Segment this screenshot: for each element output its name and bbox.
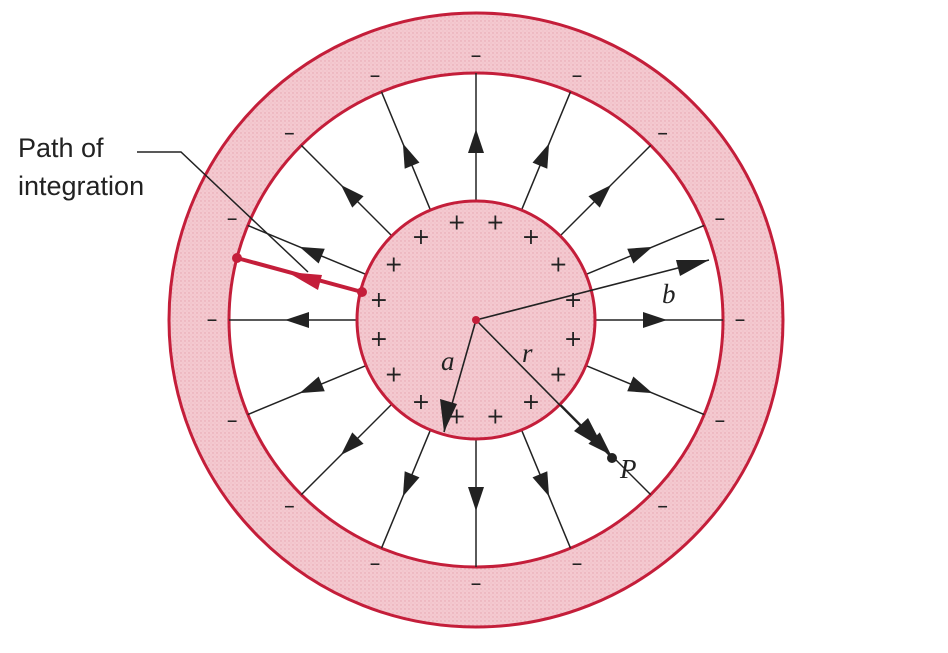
outer-negative-charge: – bbox=[369, 551, 380, 576]
radius-a-arrowhead bbox=[440, 399, 457, 432]
inner-positive-charge: + bbox=[370, 327, 388, 352]
outer-negative-charge: – bbox=[657, 494, 668, 519]
point-p-dot bbox=[607, 453, 617, 463]
integration-path-start-dot bbox=[357, 287, 367, 297]
inner-positive-charge: + bbox=[384, 252, 402, 277]
outer-negative-charge: – bbox=[714, 409, 725, 434]
outer-negative-charge: – bbox=[714, 206, 725, 231]
outer-negative-charge: – bbox=[284, 494, 295, 519]
radius-b-arrow bbox=[475, 259, 710, 321]
distance-r-arrowhead bbox=[574, 418, 604, 449]
caption-leader-line bbox=[137, 151, 309, 273]
caption-integration: integration bbox=[18, 171, 145, 201]
integration-path-arrowhead bbox=[287, 272, 322, 290]
caption-path-of: Path of bbox=[18, 133, 104, 163]
radius-a-arrow bbox=[440, 319, 477, 433]
inner-positive-charge: + bbox=[564, 327, 582, 352]
inner-positive-charge: + bbox=[486, 210, 504, 235]
field-line-arrowhead bbox=[299, 246, 325, 264]
field-line-arrowhead bbox=[627, 246, 653, 264]
field-line-arrowhead bbox=[299, 376, 325, 394]
label-p: P bbox=[619, 454, 637, 484]
center-dot bbox=[472, 316, 480, 324]
outer-negative-charge: – bbox=[471, 44, 482, 69]
outer-negative-charge: – bbox=[572, 64, 583, 89]
field-line-arrowhead bbox=[340, 184, 364, 208]
field-line-arrowhead bbox=[532, 143, 550, 169]
field-line-arrowhead bbox=[402, 471, 420, 497]
inner-positive-charge: + bbox=[412, 390, 430, 415]
field-line-arrowhead bbox=[285, 312, 309, 328]
integration-path-end-dot bbox=[232, 253, 242, 263]
inner-positive-charge: + bbox=[522, 390, 540, 415]
outer-negative-charge: – bbox=[657, 121, 668, 146]
inner-positive-charge: + bbox=[549, 252, 567, 277]
outer-negative-charge: – bbox=[227, 409, 238, 434]
outer-negative-charge: – bbox=[471, 572, 482, 597]
field-line-arrowhead bbox=[468, 129, 484, 153]
field-line-arrowhead bbox=[402, 143, 420, 169]
outer-negative-charge: – bbox=[369, 64, 380, 89]
inner-positive-charge: + bbox=[486, 405, 504, 430]
outer-negative-charge: – bbox=[735, 308, 746, 333]
field-line-arrowhead bbox=[532, 471, 550, 497]
label-b: b bbox=[662, 279, 676, 309]
inner-positive-charge: + bbox=[549, 363, 567, 388]
radius-b-arrowhead bbox=[676, 260, 709, 276]
outer-negative-charge: – bbox=[284, 121, 295, 146]
field-line-arrowhead bbox=[468, 487, 484, 511]
label-r: r bbox=[522, 338, 533, 368]
distance-r-arrow bbox=[475, 319, 613, 459]
outer-negative-charge: – bbox=[572, 551, 583, 576]
field-line-arrowhead bbox=[588, 184, 612, 208]
inner-positive-charge: + bbox=[447, 210, 465, 235]
integration-path bbox=[232, 253, 367, 297]
inner-positive-charge: + bbox=[412, 225, 430, 250]
outer-negative-charge: – bbox=[207, 308, 218, 333]
field-lines bbox=[229, 73, 723, 567]
label-a: a bbox=[441, 346, 455, 376]
field-line-arrowhead bbox=[340, 432, 364, 456]
inner-positive-charge: + bbox=[384, 363, 402, 388]
outer-negative-charge: – bbox=[227, 206, 238, 231]
inner-positive-charge: + bbox=[564, 288, 582, 313]
field-line-arrowhead bbox=[643, 312, 667, 328]
field-line-arrowhead bbox=[627, 376, 653, 394]
outer-charges: – – – – – – – – – – – – – – – – bbox=[207, 44, 746, 597]
inner-positive-charge: + bbox=[522, 225, 540, 250]
inner-positive-charge: + bbox=[370, 288, 388, 313]
